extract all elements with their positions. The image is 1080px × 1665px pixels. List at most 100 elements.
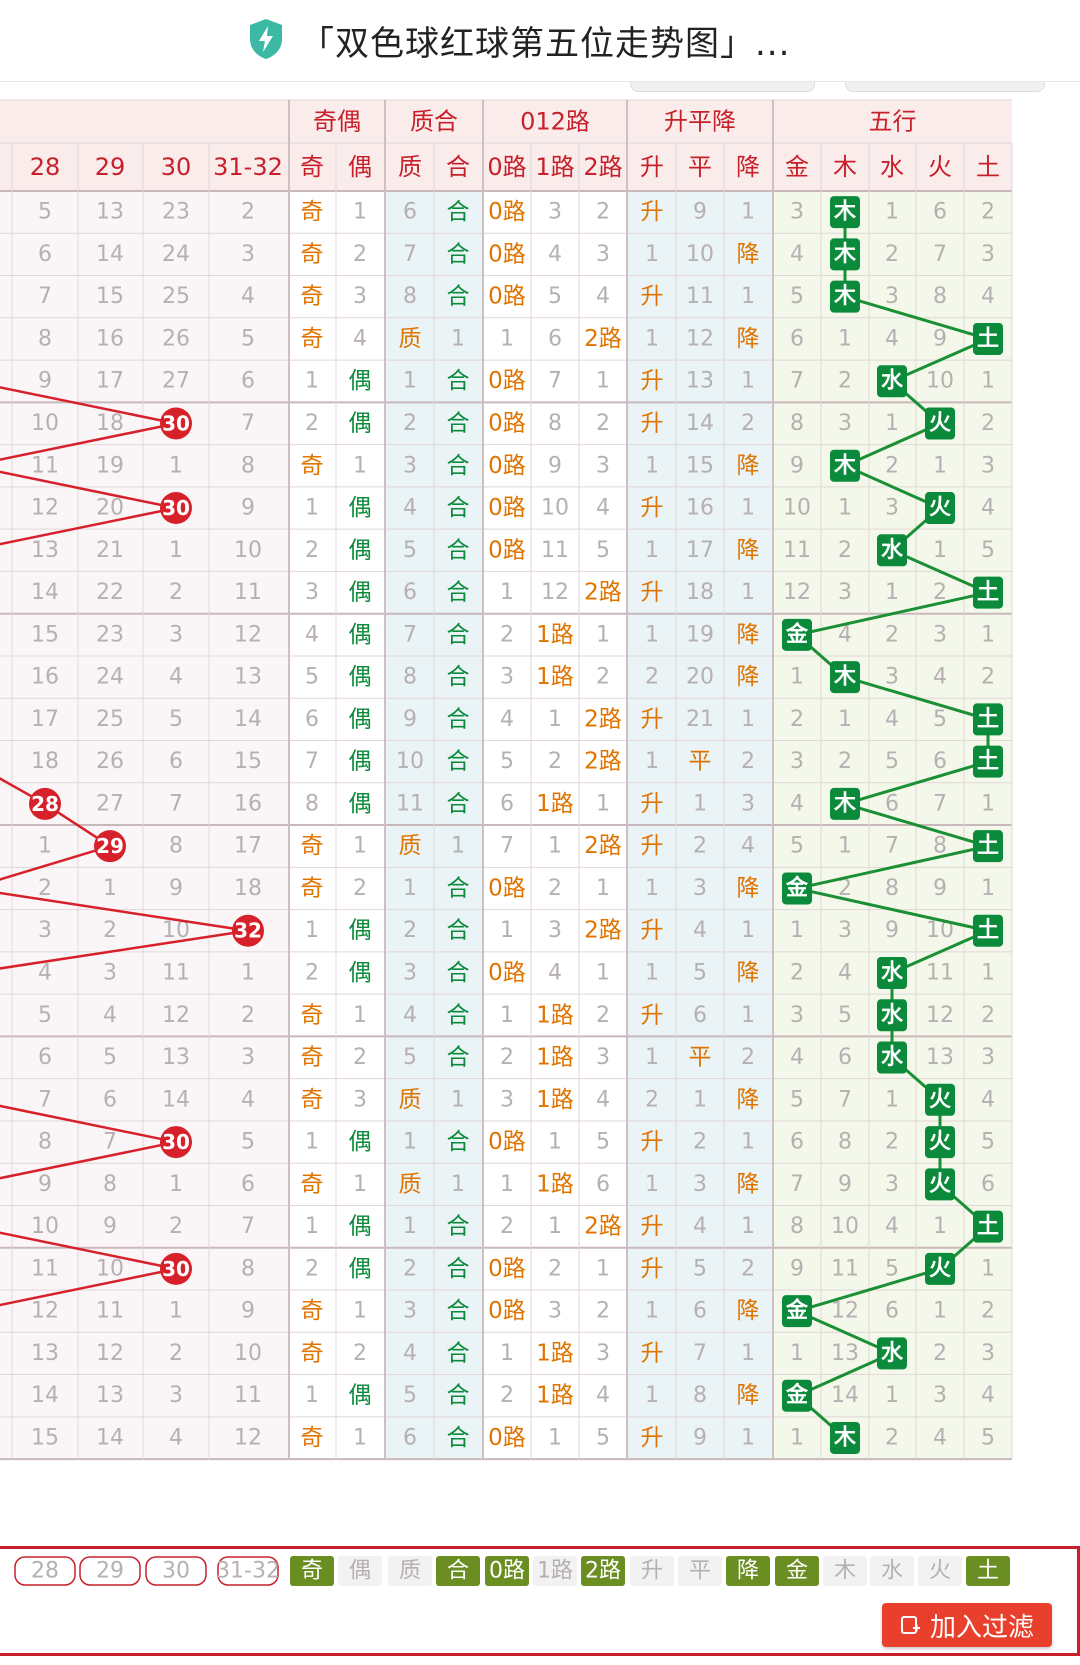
- miss-count: 8: [305, 791, 319, 816]
- attribute-hit: 升: [641, 1214, 664, 1240]
- miss-count: 6: [933, 749, 947, 774]
- wuxing-trend-line: [796, 844, 989, 890]
- miss-count: 2: [885, 1130, 899, 1155]
- attribute-hit: 合: [447, 918, 470, 944]
- miss-count: 3: [981, 1341, 995, 1366]
- number-cell: 8: [241, 453, 255, 478]
- attribute-select-chip-selected[interactable]: [290, 1556, 334, 1586]
- miss-count: 1: [885, 580, 899, 605]
- attribute-select-label: 木: [834, 1559, 856, 1584]
- red-ball-label: 30: [162, 496, 190, 520]
- tab-strip-remnant: [0, 82, 1080, 102]
- miss-count: 2: [693, 834, 707, 859]
- attribute-hit: 偶: [349, 1214, 372, 1240]
- attribute-select-chip-selected[interactable]: [581, 1556, 625, 1586]
- attribute-hit: 奇: [301, 833, 324, 859]
- number-cell: 26: [162, 326, 190, 351]
- miss-count: 2: [933, 1341, 947, 1366]
- attribute-select-chip[interactable]: [388, 1556, 432, 1586]
- number-cell: 6: [169, 749, 183, 774]
- wuxing-tag-label: 火: [929, 411, 951, 436]
- attribute-hit: 升: [641, 1340, 664, 1366]
- miss-count: 5: [885, 1256, 899, 1281]
- red-ball-label: 30: [162, 1130, 190, 1154]
- attribute-select-chip-selected[interactable]: [726, 1556, 770, 1586]
- number-cell: 4: [103, 1003, 117, 1028]
- number-cell: 16: [31, 665, 59, 690]
- wuxing-tag-label: 火: [929, 496, 951, 521]
- number-cell: 13: [96, 200, 124, 225]
- miss-count: 4: [305, 622, 319, 647]
- miss-count: 7: [790, 369, 804, 394]
- number-cell: 9: [241, 1299, 255, 1324]
- attribute-select-chip-selected[interactable]: [966, 1556, 1010, 1586]
- miss-count: 4: [353, 326, 367, 351]
- miss-count: 4: [741, 834, 755, 859]
- attribute-select-chip-selected[interactable]: [775, 1556, 819, 1586]
- miss-count: 5: [790, 834, 804, 859]
- miss-count: 6: [693, 1003, 707, 1028]
- number-cell: 4: [169, 665, 183, 690]
- attribute-hit: 降: [737, 241, 760, 267]
- attribute-hit: 升: [641, 918, 664, 944]
- number-cell: 13: [162, 1045, 190, 1070]
- miss-count: 1: [548, 834, 562, 859]
- miss-count: 3: [981, 1045, 995, 1070]
- attribute-select-chip[interactable]: [870, 1556, 914, 1586]
- wuxing-tag-label: 土: [977, 918, 999, 943]
- add-filter-button[interactable]: 加入过滤: [882, 1603, 1052, 1647]
- attribute-hit: 奇: [301, 1171, 324, 1197]
- miss-count: 3: [500, 1087, 514, 1112]
- wuxing-tag: [830, 196, 860, 229]
- number-select-chip[interactable]: [79, 1556, 141, 1586]
- attribute-select-chip[interactable]: [918, 1556, 962, 1586]
- red-ball: [160, 407, 192, 440]
- miss-count: 13: [926, 1045, 954, 1070]
- red-ball: [160, 1252, 192, 1285]
- attribute-select-chip-selected[interactable]: [436, 1556, 480, 1586]
- miss-count: 9: [933, 876, 947, 901]
- miss-count: 1: [645, 1299, 659, 1324]
- attribute-select-chip[interactable]: [678, 1556, 722, 1586]
- attribute-hit: 升: [641, 1425, 664, 1451]
- miss-count: 6: [403, 580, 417, 605]
- attribute-hit: 合: [447, 622, 470, 648]
- miss-count: 6: [305, 707, 319, 732]
- miss-count: 7: [693, 1341, 707, 1366]
- attribute-select-chip[interactable]: [533, 1556, 577, 1586]
- miss-count: 1: [500, 326, 514, 351]
- miss-count: 2: [353, 1341, 367, 1366]
- wuxing-tag-label: 木: [833, 1425, 857, 1450]
- number-cell: 2: [38, 876, 52, 901]
- miss-count: 3: [596, 1045, 610, 1070]
- attribute-select-chip[interactable]: [823, 1556, 867, 1586]
- attribute-select-chip[interactable]: [630, 1556, 674, 1586]
- number-cell: 18: [234, 876, 262, 901]
- number-select-chip[interactable]: [217, 1556, 279, 1586]
- attribute-hit: 0路: [488, 875, 526, 901]
- miss-count: 3: [838, 411, 852, 436]
- attribute-hit: 奇: [301, 284, 324, 310]
- number-cell: 14: [96, 242, 124, 267]
- number-select-chip[interactable]: [14, 1556, 76, 1586]
- attribute-hit: 2路: [584, 326, 622, 352]
- number-cell: 4: [241, 1087, 255, 1112]
- attribute-hit: 合: [447, 749, 470, 775]
- attribute-hit: 奇: [301, 1087, 324, 1113]
- attribute-select-chip-selected[interactable]: [485, 1556, 529, 1586]
- miss-count: 1: [981, 791, 995, 816]
- number-cell: 12: [31, 1299, 59, 1324]
- miss-count: 2: [981, 200, 995, 225]
- attribute-hit: 奇: [301, 199, 324, 225]
- miss-count: 2: [548, 876, 562, 901]
- wuxing-tag: [877, 1041, 907, 1074]
- miss-count: 1: [596, 791, 610, 816]
- number-cell: 2: [169, 1341, 183, 1366]
- miss-count: 1: [645, 538, 659, 563]
- number-select-chip[interactable]: [145, 1556, 207, 1586]
- miss-count: 2: [885, 242, 899, 267]
- miss-count: 4: [548, 960, 562, 985]
- red-ball-label: 32: [234, 919, 262, 943]
- attribute-select-chip[interactable]: [338, 1556, 382, 1586]
- wuxing-tag: [782, 1379, 812, 1412]
